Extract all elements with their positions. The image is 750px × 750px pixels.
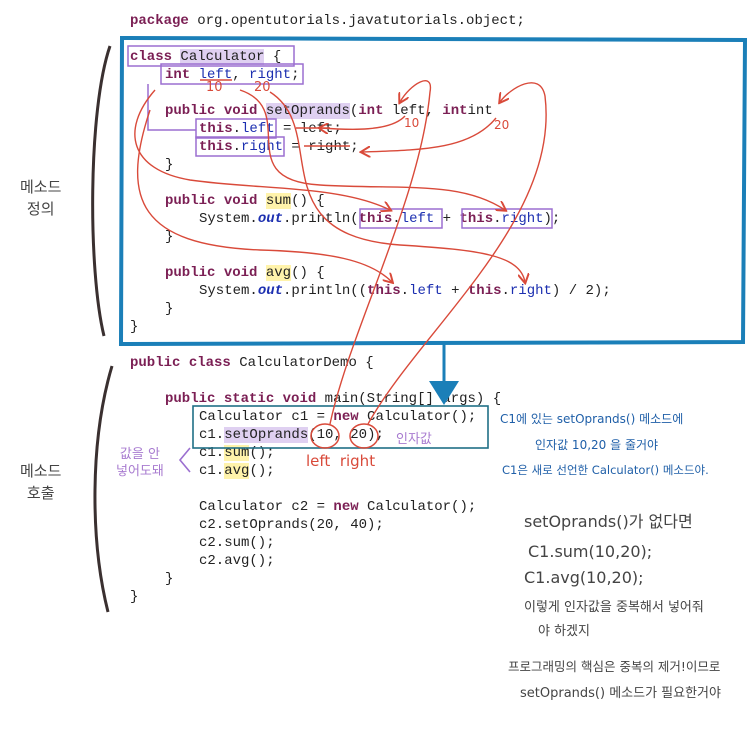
- main-close: }: [165, 571, 174, 587]
- c2-instantiation: Calculator c2 = new Calculator();: [199, 499, 477, 515]
- setoprands-signature: public void setOprands(int left, intint: [165, 103, 493, 119]
- no-values-bracket: [178, 447, 191, 473]
- c1-sum-call: c1.sum();: [199, 445, 275, 461]
- black-note-2: C1.sum(10,20);: [528, 542, 653, 561]
- definition-bracket: [91, 45, 112, 337]
- setoprands-close: }: [165, 157, 174, 173]
- arg-20-arrow: [367, 82, 547, 425]
- black-note-5: 야 하겠지: [538, 624, 590, 639]
- field-declaration: int left, right;: [165, 67, 300, 83]
- demo-class-declaration: public class CalculatorDemo {: [130, 355, 374, 371]
- assign-right: this.right = right;: [199, 139, 359, 155]
- demo-class-close: }: [130, 589, 139, 605]
- c1-setoprands-call: c1.setOprands(10, 20);: [199, 427, 384, 443]
- c2-avg-call: c2.avg();: [199, 553, 275, 569]
- class-close: }: [130, 319, 139, 335]
- param-right-arrow: [362, 117, 497, 152]
- c2-sum-call: c2.sum();: [199, 535, 275, 551]
- param-left-value: 10: [404, 116, 420, 130]
- c1-avg-call: c1.avg();: [199, 463, 275, 479]
- call-bracket: [93, 365, 114, 613]
- black-note-6: 프로그래밍의 핵심은 중복의 제거!이므로: [508, 659, 721, 674]
- field-right-value: 20: [254, 80, 271, 95]
- blue-note-1: C1에 있는 setOprands() 메소드에: [500, 412, 684, 426]
- c2-setoprands-call: c2.setOprands(20, 40);: [199, 517, 384, 533]
- arg-10-arrow: [329, 80, 432, 425]
- black-note-3: C1.avg(10,20);: [524, 568, 644, 587]
- argument-note: 인자값: [396, 432, 432, 447]
- c1-instantiation: Calculator c1 = new Calculator();: [199, 409, 477, 425]
- black-note-4: 이렇게 인자값을 중복해서 넣어줘: [524, 600, 704, 615]
- sum-signature: public void sum() {: [165, 193, 325, 209]
- blue-note-3: C1은 새로 선언한 Calculator() 메소드야.: [502, 463, 709, 477]
- field-left-value: 10: [206, 80, 223, 95]
- blue-note-2: 인자값 10,20 을 줄거야: [535, 438, 659, 452]
- black-note-1: setOprands()가 없다면: [524, 512, 693, 531]
- black-note-7: setOprands() 메소드가 필요한거야: [520, 686, 721, 701]
- param-right-value: 20: [494, 118, 510, 132]
- avg-close: }: [165, 301, 174, 317]
- sum-close: }: [165, 229, 174, 245]
- class-declaration: class Calculator {: [130, 49, 282, 65]
- avg-signature: public void avg() {: [165, 265, 325, 281]
- sum-body: System.out.println(this.left + this.righ…: [199, 211, 561, 227]
- left-right-note: left right: [306, 452, 376, 470]
- main-signature: public static void main(String[] args) {: [165, 391, 502, 407]
- package-line: package org.opentutorials.javatutorials.…: [130, 13, 525, 29]
- assign-left: this.left = left;: [199, 121, 342, 137]
- avg-body: System.out.println((this.left + this.rig…: [199, 283, 611, 299]
